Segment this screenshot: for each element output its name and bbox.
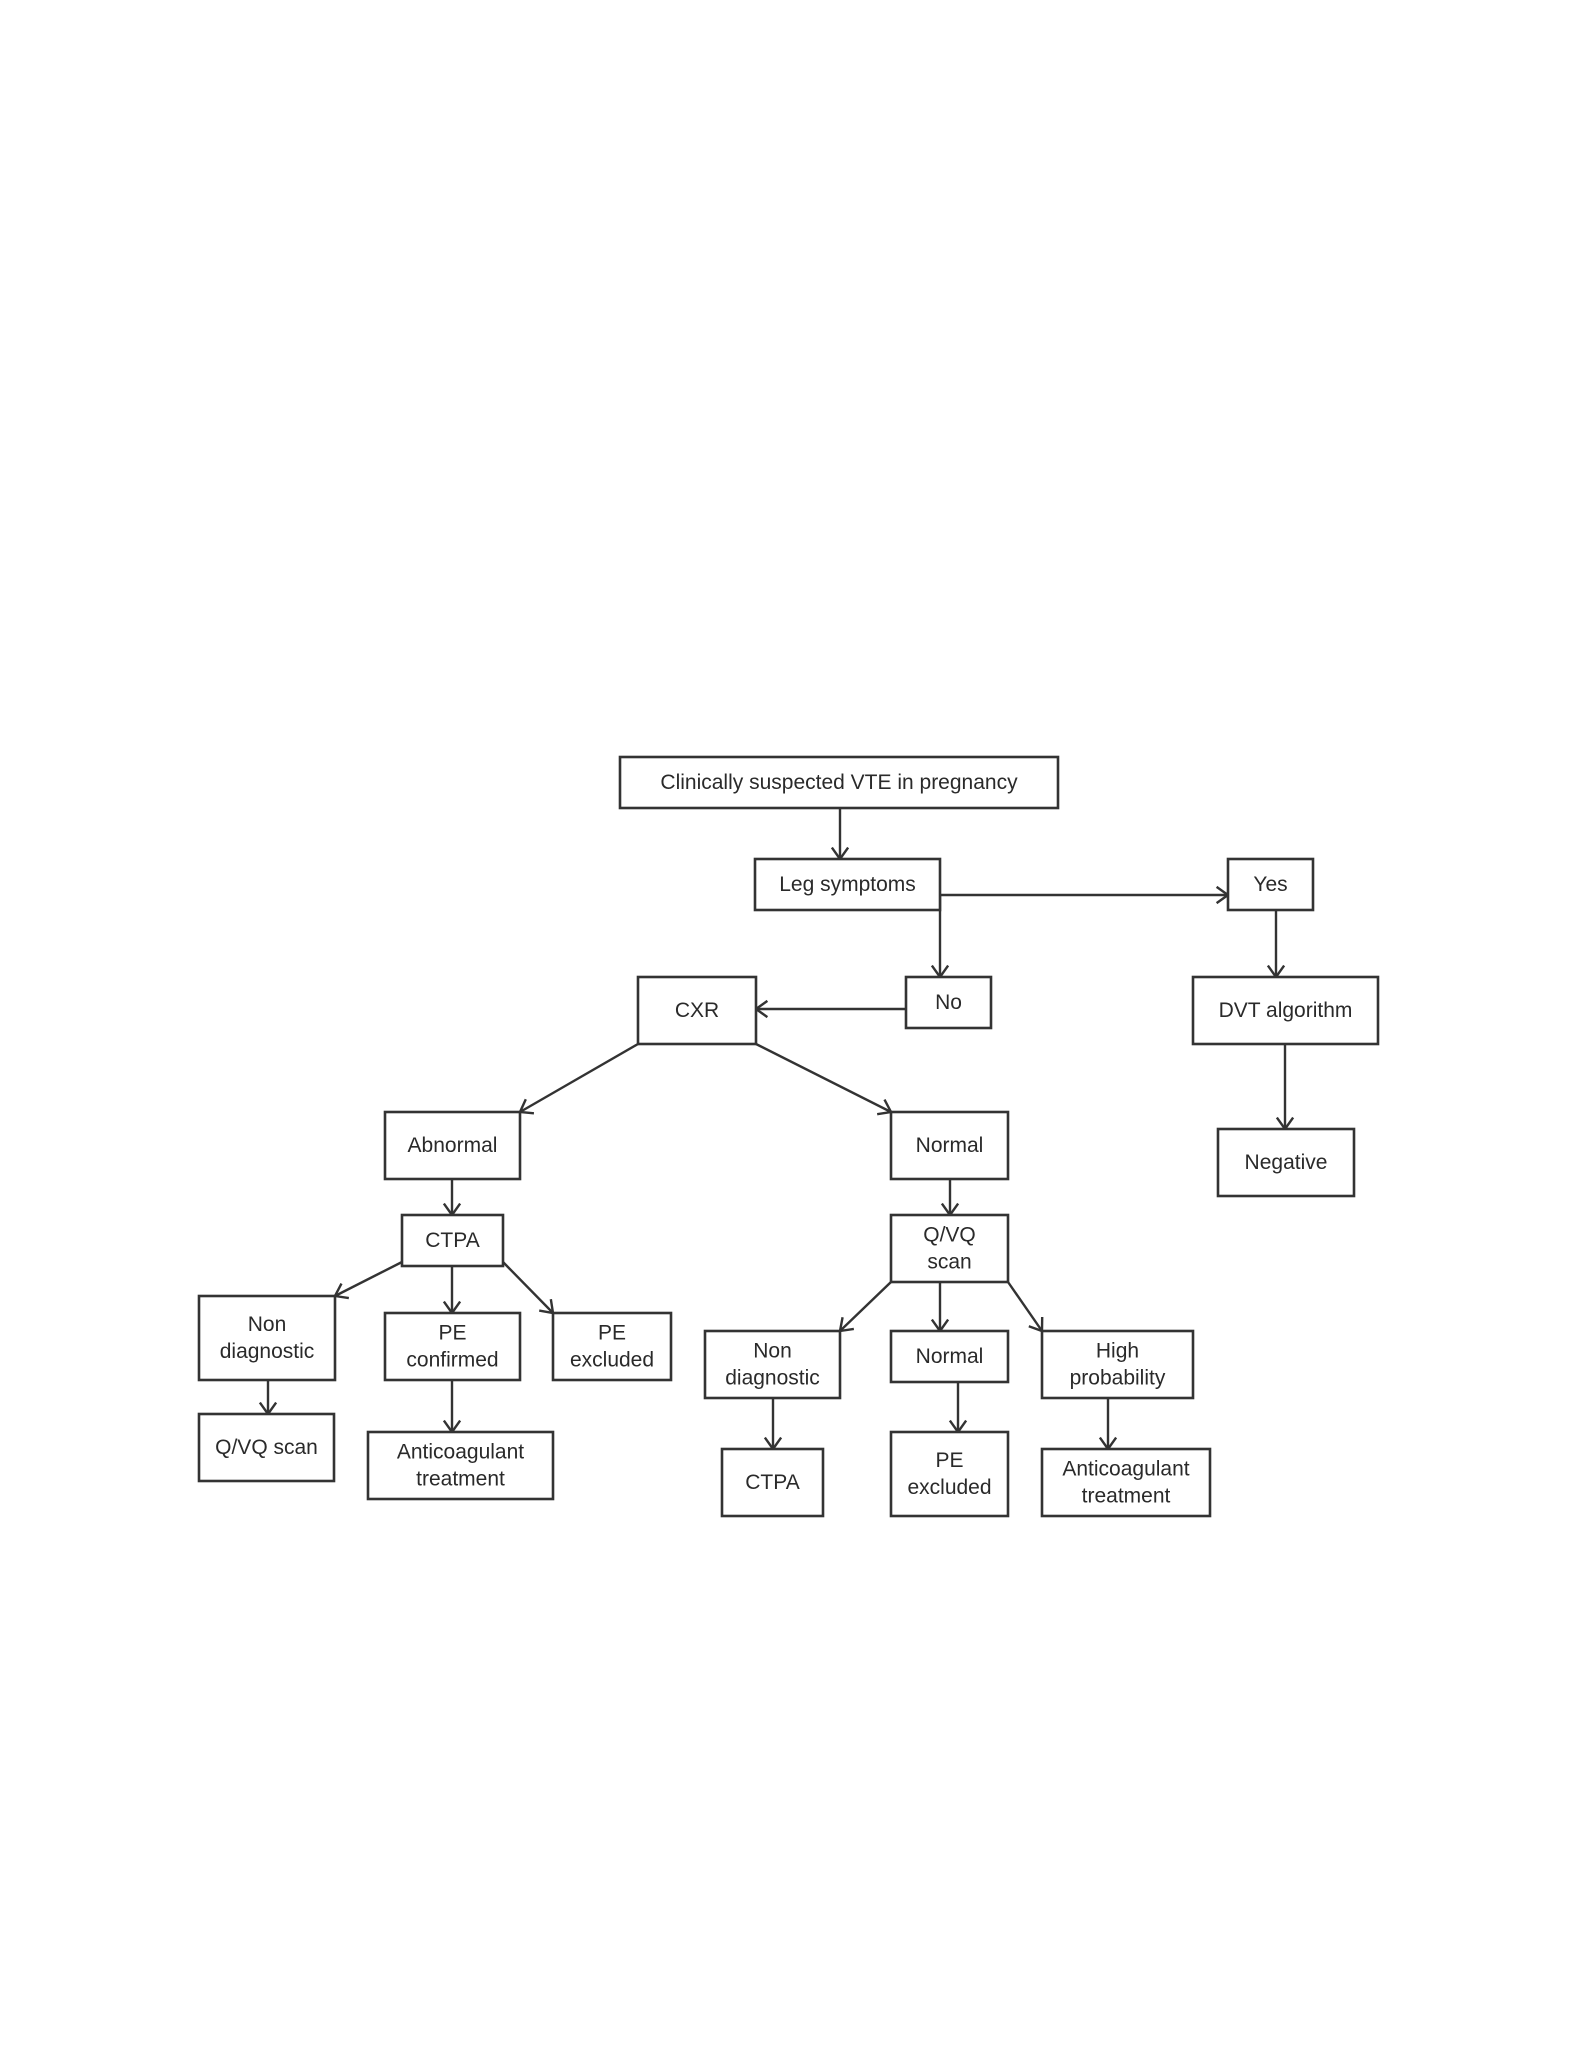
node-pe-excluded-2: PE excluded xyxy=(889,1430,1010,1518)
node-box xyxy=(636,975,758,1046)
node-label: excluded xyxy=(907,1476,991,1499)
node-box xyxy=(383,1110,522,1181)
node-label: High xyxy=(1096,1340,1139,1363)
node-box xyxy=(1040,1329,1195,1400)
node-box xyxy=(889,1110,1010,1181)
node-anticoagulant-1: Anticoagulant treatment xyxy=(366,1430,555,1501)
node-label: Normal xyxy=(916,1134,984,1157)
connector-line xyxy=(1007,1281,1043,1332)
connector-line xyxy=(502,1261,554,1314)
connector-line xyxy=(519,1042,639,1114)
node-label: diagnostic xyxy=(725,1367,820,1390)
connector-line xyxy=(755,1042,892,1114)
node-label: probability xyxy=(1070,1367,1166,1390)
node-label: treatment xyxy=(1082,1485,1171,1508)
node-pe-excluded-1: PE excluded xyxy=(551,1311,673,1382)
node-label: treatment xyxy=(416,1468,505,1491)
node-box xyxy=(1040,1447,1212,1518)
node-box xyxy=(1226,857,1315,912)
node-box xyxy=(889,1430,1010,1518)
node-label: CTPA xyxy=(425,1229,479,1252)
node-label: No xyxy=(935,991,962,1014)
node-cxr: CXR xyxy=(636,975,758,1046)
node-box xyxy=(618,755,1060,810)
node-non-diagnostic-1: Non diagnostic xyxy=(197,1294,337,1382)
node-non-diagnostic-2: Non diagnostic xyxy=(703,1329,842,1400)
node-box xyxy=(889,1213,1010,1284)
node-no: No xyxy=(904,975,993,1030)
node-leg-symptoms: Leg symptoms xyxy=(753,857,942,912)
node-pe-confirmed: PE confirmed xyxy=(383,1311,522,1382)
node-box xyxy=(904,975,993,1030)
node-label: Negative xyxy=(1245,1151,1328,1174)
node-box xyxy=(720,1447,825,1518)
node-box xyxy=(400,1213,505,1268)
node-label: DVT algorithm xyxy=(1219,999,1353,1022)
node-qvq-scan-1: Q/VQ scan xyxy=(889,1213,1010,1284)
node-label: Abnormal xyxy=(408,1134,498,1157)
node-yes: Yes xyxy=(1226,857,1315,912)
node-label: PE xyxy=(438,1322,466,1345)
node-abnormal: Abnormal xyxy=(383,1110,522,1181)
node-label: CXR xyxy=(675,999,719,1022)
node-label: Non xyxy=(753,1340,792,1363)
node-label: Anticoagulant xyxy=(1062,1458,1189,1481)
node-box xyxy=(703,1329,842,1400)
node-box xyxy=(551,1311,673,1382)
connector-line xyxy=(334,1260,403,1298)
node-label: Yes xyxy=(1253,873,1287,896)
node-anticoagulant-2: Anticoagulant treatment xyxy=(1040,1447,1212,1518)
node-label: Q/VQ scan xyxy=(215,1436,318,1459)
node-label: CTPA xyxy=(745,1471,799,1494)
node-label: PE xyxy=(598,1322,626,1345)
node-label: Q/VQ xyxy=(923,1224,976,1247)
node-label: PE xyxy=(935,1449,963,1472)
node-box xyxy=(366,1430,555,1501)
node-box xyxy=(1216,1127,1356,1198)
node-dvt-algorithm: DVT algorithm xyxy=(1191,975,1380,1046)
node-normal-scan: Normal xyxy=(889,1329,1010,1384)
node-label: Anticoagulant xyxy=(397,1441,524,1464)
node-box xyxy=(1191,975,1380,1046)
node-label: scan xyxy=(927,1251,971,1274)
node-box xyxy=(889,1329,1010,1384)
node-qvq-scan-2: Q/VQ scan xyxy=(197,1412,336,1483)
node-label: diagnostic xyxy=(220,1340,315,1363)
node-root: Clinically suspected VTE in pregnancy xyxy=(618,755,1060,810)
node-label: Normal xyxy=(916,1345,984,1368)
node-box xyxy=(197,1412,336,1483)
node-box xyxy=(383,1311,522,1382)
node-label: Non xyxy=(248,1313,287,1336)
node-label: Leg symptoms xyxy=(779,873,916,896)
node-ctpa-1: CTPA xyxy=(400,1213,505,1268)
flowchart-nodes: Clinically suspected VTE in pregnancyLeg… xyxy=(197,755,1380,1518)
node-box xyxy=(753,857,942,912)
node-label: confirmed xyxy=(406,1349,498,1372)
node-negative: Negative xyxy=(1216,1127,1356,1198)
node-normal-cxr: Normal xyxy=(889,1110,1010,1181)
node-box xyxy=(197,1294,337,1382)
connector-line xyxy=(839,1281,892,1332)
node-high-probability: High probability xyxy=(1040,1329,1195,1400)
node-label: excluded xyxy=(570,1349,654,1372)
node-ctpa-2: CTPA xyxy=(720,1447,825,1518)
node-label: Clinically suspected VTE in pregnancy xyxy=(660,771,1018,794)
